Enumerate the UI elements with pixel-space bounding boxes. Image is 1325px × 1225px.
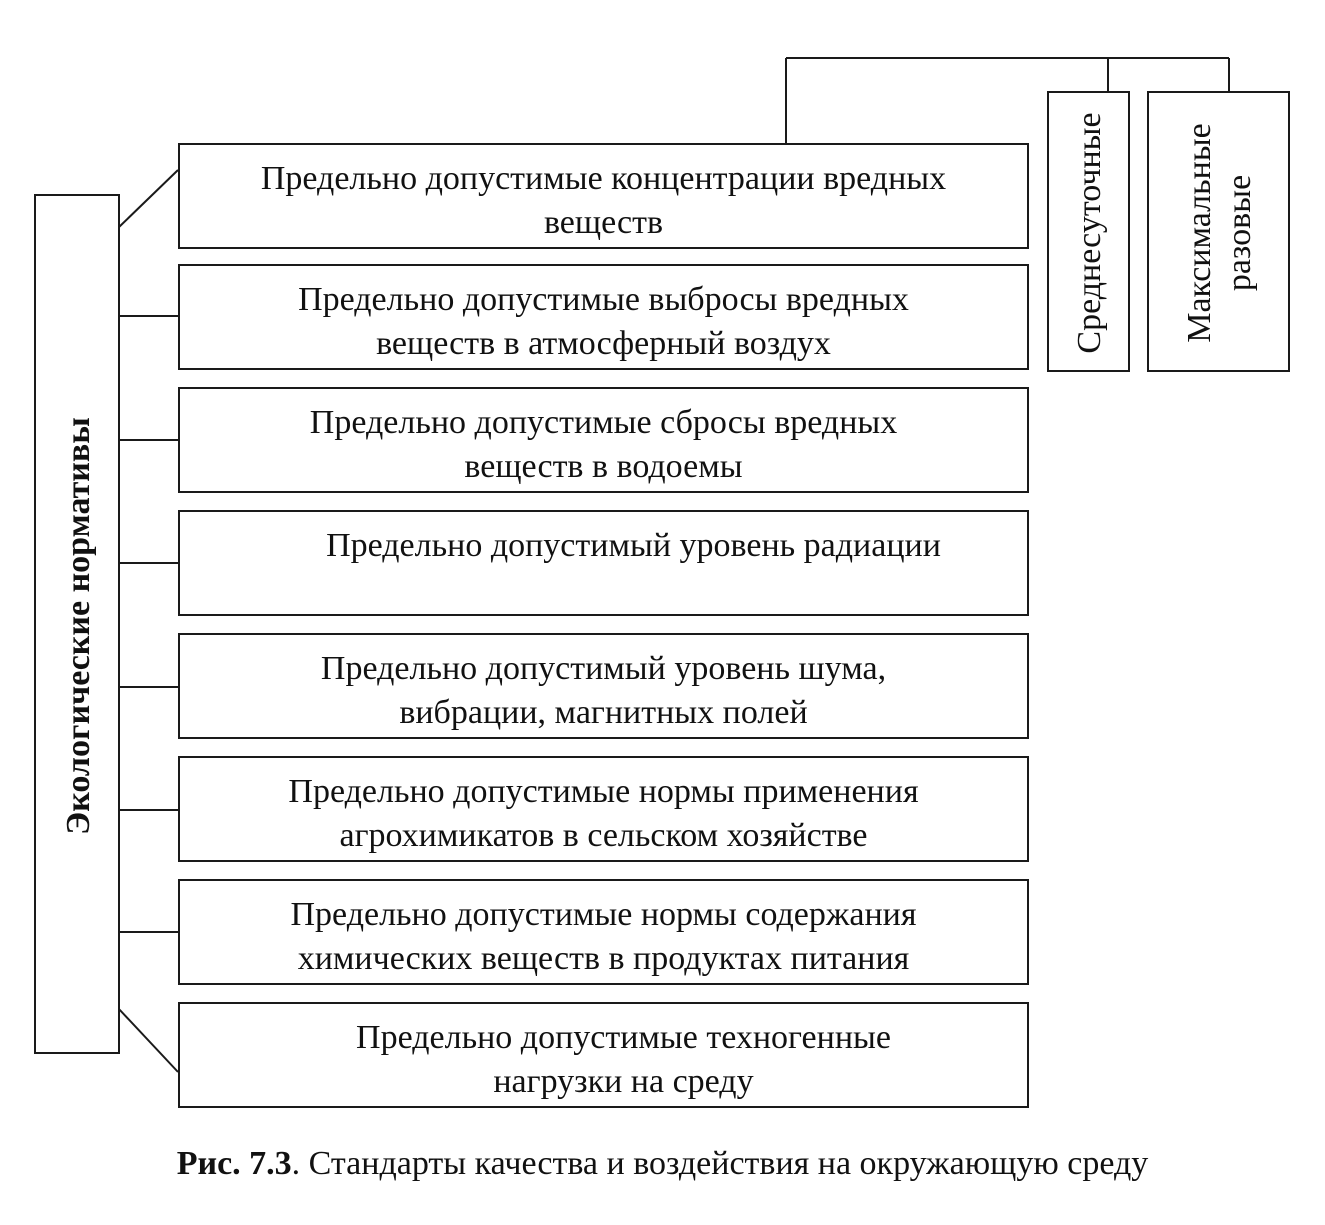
caption-text: . Стандарты качества и воздействия на ок… — [291, 1145, 1149, 1182]
subtype-box-daily: Среднесуточные — [1047, 91, 1130, 372]
item-box-7: Предельно допустимые нормы содержания хи… — [178, 879, 1029, 985]
root-box: Экологические нормативы — [34, 194, 120, 1054]
root-label: Экологические нормативы — [60, 417, 97, 835]
caption-prefix: Рис. 7.3 — [176, 1145, 292, 1182]
item-box-4: Предельно допустимый уровень радиации — [178, 510, 1029, 616]
item-label: Предельно допустимый уровень шума, вибра… — [320, 650, 887, 731]
item-box-1: Предельно допустимые концентрации вредны… — [178, 143, 1029, 249]
item-label: Предельно допустимые сбросы вредных веще… — [309, 404, 898, 485]
item-label: Предельно допустимый уровень радиации — [326, 527, 941, 564]
item-label: Предельно допустимые выбросы вредных вещ… — [298, 281, 909, 362]
item-label: Предельно допустимые нормы применения аг… — [288, 773, 919, 854]
item-box-5: Предельно допустимый уровень шума, вибра… — [178, 633, 1029, 739]
item-box-6: Предельно допустимые нормы применения аг… — [178, 756, 1029, 862]
item-box-2: Предельно допустимые выбросы вредных вещ… — [178, 264, 1029, 370]
item-box-8: Предельно допустимые техногенные нагрузк… — [178, 1002, 1029, 1108]
subtype-box-max: Максимальные разовые — [1147, 91, 1290, 372]
item-box-3: Предельно допустимые сбросы вредных веще… — [178, 387, 1029, 493]
subtype-label: Среднесуточные — [1071, 112, 1108, 354]
item-label: Предельно допустимые нормы содержания хи… — [290, 896, 917, 977]
item-label: Предельно допустимые концентрации вредны… — [260, 160, 947, 241]
figure-caption: Рис. 7.3. Стандарты качества и воздейств… — [0, 1145, 1325, 1183]
subtype-label: Максимальные разовые — [1181, 123, 1258, 343]
item-label: Предельно допустимые техногенные нагрузк… — [356, 1019, 891, 1100]
